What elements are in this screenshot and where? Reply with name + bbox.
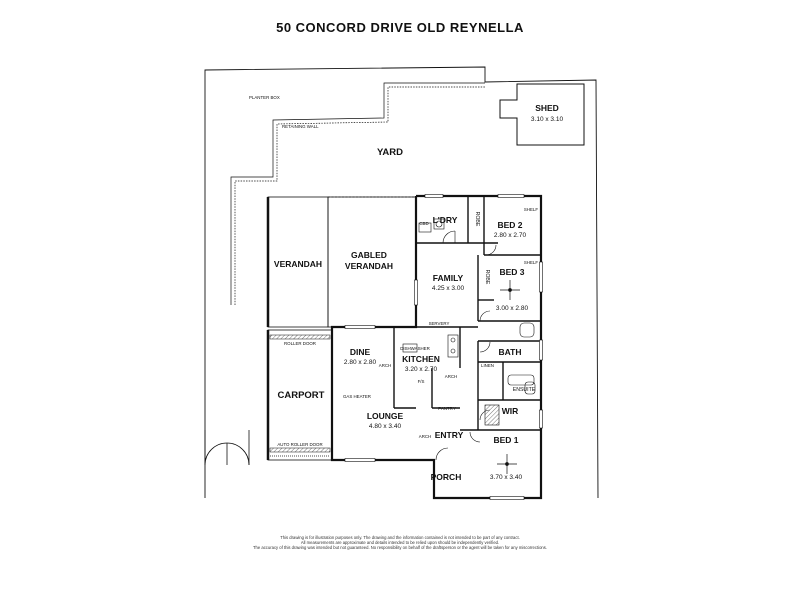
label-carport: CARPORT: [278, 390, 325, 401]
label-arch-2: ARCH: [445, 374, 457, 379]
label-auto-roller-door: AUTO ROLLER DOOR: [277, 442, 322, 447]
label-robe-1: ROBE: [474, 212, 480, 227]
label-lounge-dim: 4.80 x 3.40: [369, 423, 402, 430]
label-planter-box: PLANTER BOX: [249, 95, 280, 100]
label-servery: SERVERY: [429, 321, 450, 326]
property-boundary: [204, 66, 599, 499]
label-dishwasher: DISHWASHER: [400, 346, 430, 351]
label-arch-3: ARCH: [419, 434, 431, 439]
label-yard: YARD: [377, 147, 403, 158]
label-roller-door: ROLLER DOOR: [284, 341, 316, 346]
label-retaining-wall: RETAINING WALL: [282, 124, 319, 129]
plan-title: 50 CONCORD DRIVE OLD REYNELLA: [276, 20, 524, 35]
label-dine-dim: 2.80 x 2.80: [344, 359, 377, 366]
label-laundry: L'DRY: [433, 215, 458, 225]
label-bath: BATH: [499, 347, 522, 357]
label-verandah: VERANDAH: [274, 259, 322, 269]
gates: [204, 430, 250, 466]
fixtures: [402, 218, 536, 426]
label-gabled-verandah: VERANDAH: [345, 261, 393, 271]
label-bed3-dim: 3.00 x 2.80: [496, 305, 529, 312]
label-shed-dim: 3.10 x 3.10: [531, 116, 564, 123]
label-kitchen-dim: 3.20 x 2.70: [405, 366, 438, 373]
disclaimer: This drawing is for illustration purpose…: [200, 535, 600, 551]
label-dine: DINE: [350, 347, 371, 357]
label-lounge: LOUNGE: [367, 411, 404, 421]
label-bed1-dim: 3.70 x 3.40: [490, 474, 523, 481]
label-shelf-1: SHELF: [524, 207, 538, 212]
label-fs: F/S: [418, 379, 425, 384]
label-bed2: BED 2: [497, 220, 522, 230]
label-wir: WIR: [502, 406, 519, 416]
carport: [266, 329, 333, 461]
label-cbd: CBD: [419, 221, 428, 226]
label-entry: ENTRY: [435, 430, 464, 440]
label-bed3: BED 3: [499, 267, 524, 277]
label-porch: PORCH: [431, 472, 462, 482]
label-ensuite: ENSUITE: [513, 387, 536, 393]
label-kitchen: KITCHEN: [402, 354, 440, 364]
label-shelf-2: SHELF: [524, 260, 538, 265]
windows: [344, 194, 543, 500]
shed: [499, 83, 585, 146]
retaining-wall: [230, 82, 485, 305]
disclaimer-line-3: The accuracy of this drawing was intende…: [253, 545, 547, 551]
disclaimer-line-1: This drawing is for illustration purpose…: [280, 535, 520, 540]
label-linen: LINEN: [481, 363, 494, 368]
label-shed: SHED: [535, 103, 559, 113]
interior-walls: [393, 196, 541, 431]
label-family-dim: 4.25 x 3.00: [432, 285, 465, 292]
label-arch-1: ARCH: [379, 363, 391, 368]
label-gas-heater: GAS HEATER: [343, 394, 371, 399]
disclaimer-line-2: All measurements are approximate and det…: [300, 540, 500, 546]
label-pantry: PANTRY: [438, 406, 455, 411]
labels: PLANTER BOX RETAINING WALL YARD SHED 3.1…: [249, 95, 563, 482]
label-robe-2: ROBE: [484, 270, 490, 285]
label-family: FAMILY: [433, 273, 464, 283]
label-gabled: GABLED: [351, 250, 387, 260]
ceiling-fans: [497, 280, 520, 474]
label-bed1: BED 1: [493, 435, 518, 445]
label-bed2-dim: 2.80 x 2.70: [494, 232, 527, 239]
doors: [435, 230, 497, 461]
